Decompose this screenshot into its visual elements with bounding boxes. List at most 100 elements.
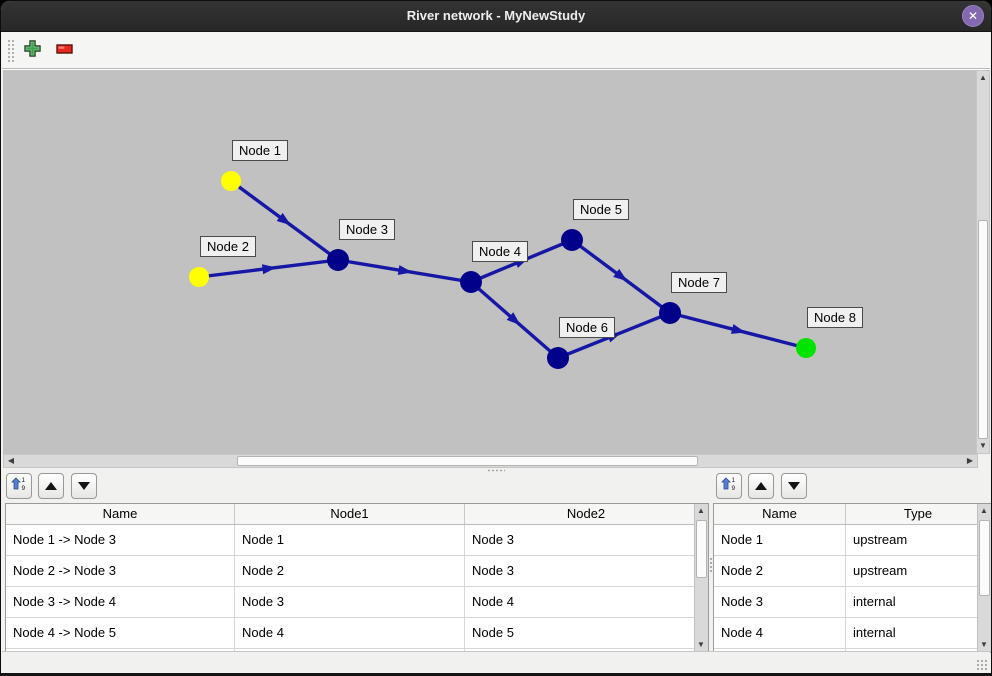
canvas-horizontal-scrollbar[interactable]: ◀ ▶ [3, 454, 978, 468]
node-circle[interactable] [460, 271, 482, 293]
branches-table-scrollbar[interactable]: ▲ ▼ [694, 504, 708, 652]
nodes-move-up-button[interactable] [748, 473, 774, 499]
table-cell: internal [846, 587, 991, 617]
table-cell: Node 4 [714, 618, 846, 648]
network-canvas[interactable]: Node 1 Node 2 Node 3 Node 4 Node 5 Node 6 Node… [3, 70, 978, 454]
edge-arrowhead-icon [730, 324, 746, 334]
node-label[interactable]: Node 7 [671, 272, 727, 293]
main-toolbar [2, 32, 990, 69]
branches-move-down-button[interactable] [71, 473, 97, 499]
close-icon: ✕ [967, 9, 979, 23]
status-bar [2, 651, 990, 673]
toolbar-drag-handle[interactable] [7, 39, 14, 62]
edge-arrowhead-icon [397, 265, 413, 275]
node-circle[interactable] [327, 249, 349, 271]
table-cell: Node 3 -> Node 4 [6, 587, 235, 617]
canvas-hscroll-thumb[interactable] [237, 456, 698, 466]
nodes-move-down-button[interactable] [781, 473, 807, 499]
table-cell: Node 3 [465, 556, 708, 586]
vertical-splitter-handle[interactable] [709, 557, 713, 573]
remove-icon [55, 42, 73, 60]
scroll-up-icon[interactable]: ▲ [979, 73, 987, 82]
node-label[interactable]: Node 2 [200, 236, 256, 257]
column-header[interactable]: Name [6, 504, 235, 524]
scroll-left-icon[interactable]: ◀ [7, 456, 15, 465]
table-cell [235, 649, 465, 652]
canvas-vertical-scrollbar[interactable]: ▲ ▼ [976, 70, 990, 454]
nodes-scroll-thumb[interactable] [979, 520, 990, 596]
edge-arrowhead-icon [613, 268, 628, 282]
node-label[interactable]: Node 3 [339, 219, 395, 240]
up-arrow-icon [45, 482, 57, 490]
node-circle[interactable] [796, 338, 816, 358]
table-cell [714, 649, 846, 652]
sort-ascending-icon: 1 9 [721, 476, 737, 497]
node-label[interactable]: Node 8 [807, 307, 863, 328]
column-header[interactable]: Node1 [235, 504, 465, 524]
table-cell: internal [846, 618, 991, 648]
scroll-down-icon[interactable]: ▼ [980, 640, 988, 649]
title-bar[interactable]: River network - MyNewStudy ✕ [1, 1, 991, 32]
column-header[interactable]: Node2 [465, 504, 708, 524]
table-cell: upstream [846, 525, 991, 555]
branches-scroll-thumb[interactable] [696, 520, 707, 578]
node-circle[interactable] [189, 267, 209, 287]
table-cell: Node 1 [235, 525, 465, 555]
node-label[interactable]: Node 1 [232, 140, 288, 161]
down-arrow-icon [78, 482, 90, 490]
add-node-button[interactable] [20, 39, 44, 63]
table-cell: Node 1 [714, 525, 846, 555]
scroll-down-icon[interactable]: ▼ [697, 640, 705, 649]
table-cell [6, 649, 235, 652]
svg-text:9: 9 [22, 485, 26, 492]
node-circle[interactable] [561, 229, 583, 251]
remove-node-button[interactable] [52, 39, 76, 63]
nodes-table-scrollbar[interactable]: ▲ ▼ [977, 504, 991, 652]
svg-text:1: 1 [732, 477, 736, 484]
scroll-right-icon[interactable]: ▶ [966, 456, 974, 465]
table-cell: upstream [846, 556, 991, 586]
node-label[interactable]: Node 5 [573, 199, 629, 220]
scroll-down-icon[interactable]: ▼ [979, 441, 987, 450]
node-circle[interactable] [547, 347, 569, 369]
scroll-up-icon[interactable]: ▲ [697, 506, 705, 515]
table-cell: Node 4 -> Node 5 [6, 618, 235, 648]
node-label[interactable]: Node 6 [559, 317, 615, 338]
node-circle[interactable] [659, 302, 681, 324]
horizontal-splitter-handle[interactable] [487, 469, 505, 472]
table-cell: Node 2 [235, 556, 465, 586]
up-arrow-icon [755, 482, 767, 490]
edge-arrowhead-icon [261, 264, 277, 275]
scroll-up-icon[interactable]: ▲ [980, 506, 988, 515]
network-svg [189, 171, 816, 369]
node-label[interactable]: Node 4 [472, 241, 528, 262]
nodes-sort-button[interactable]: 1 9 [716, 473, 742, 499]
edge-arrowhead-icon [506, 312, 521, 326]
branches-move-up-button[interactable] [38, 473, 64, 499]
table-cell: Node 2 [714, 556, 846, 586]
table-cell: Node 1 -> Node 3 [6, 525, 235, 555]
svg-text:9: 9 [732, 485, 736, 492]
close-button[interactable]: ✕ [962, 5, 984, 27]
branches-sort-button[interactable]: 1 9 [6, 473, 32, 499]
table-cell: Node 3 [465, 525, 708, 555]
column-header[interactable]: Type [846, 504, 991, 524]
column-header[interactable]: Name [714, 504, 846, 524]
canvas-vscroll-thumb[interactable] [978, 220, 988, 439]
resize-grip[interactable] [976, 659, 987, 670]
node-circle[interactable] [221, 171, 241, 191]
sort-ascending-icon: 1 9 [11, 476, 27, 497]
